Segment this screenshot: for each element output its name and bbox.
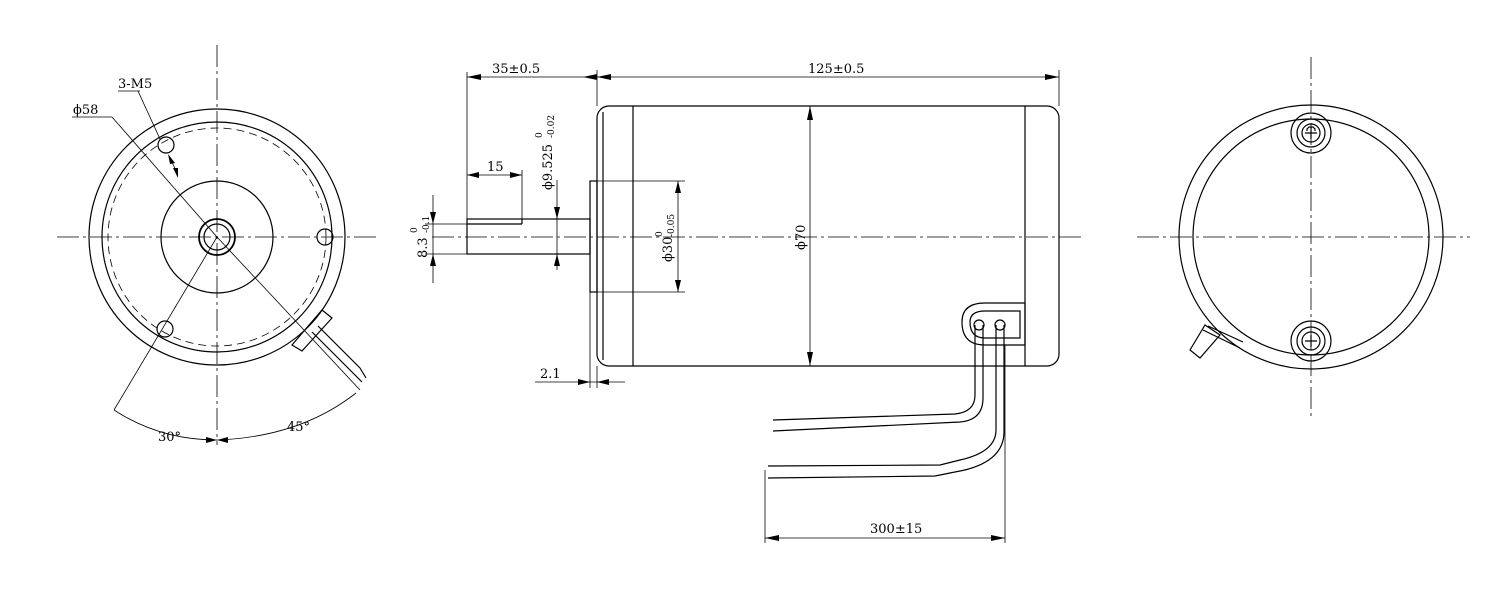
svg-text:8.3: 8.3 [416,237,431,258]
dim-lead-length-label: 300±15 [870,522,922,537]
front-bolt-circle [107,127,327,347]
side-lead-outlet [961,302,1026,346]
svg-text:ϕ30: ϕ30 [661,237,676,262]
svg-text:-0.02: -0.02 [547,115,557,138]
mount-hole-2 [316,228,334,246]
rear-outer-circle [1178,104,1444,370]
front-view: 3-M5 ϕ58 30° 45° [57,45,380,445]
pilot-boss [589,180,598,293]
front-shaft-circle [198,218,236,256]
dim-boss-dia-label: ϕ30 0 -0.05 [655,214,677,262]
svg-text:ϕ9.525: ϕ9.525 [541,144,556,190]
rear-view [1137,57,1470,420]
lead-outlet [291,309,333,352]
rear-lead-outlet [1189,324,1221,359]
svg-text:0: 0 [535,132,545,138]
dia58-leader [111,116,218,238]
shaft [466,218,591,255]
angle-30-leader [113,236,218,411]
dim-body-dia-label: ϕ70 [794,225,809,250]
angle-45-leader [216,236,361,391]
svg-text:-0.05: -0.05 [667,214,677,237]
front-boss-circle [160,180,274,294]
thread-label: 3-M5 [118,77,152,92]
screw-icon [1290,112,1332,154]
side-view: 125±0.5 35±0.5 15 ϕ9.525 0 -0.02 8.3 0 -… [410,62,1085,543]
svg-text:ϕ70: ϕ70 [794,225,809,250]
mount-hole-1 [157,136,175,154]
dim-flat-height-label: 8.3 0 -0.1 [410,216,432,258]
mount-hole-3 [156,320,174,338]
dim-flat-length-label: 15 [487,160,504,175]
thread-leader [137,90,161,140]
lead-wires [311,325,367,383]
front-shaft-inner [203,223,231,251]
angle-45-arc [216,392,357,441]
screw-icon [1290,320,1332,362]
angle-30-label: 30° [158,430,181,445]
angle-45-label: 45° [287,420,310,435]
front-inner-circle [101,121,333,353]
dim-shaft-length-label: 35±0.5 [492,62,540,77]
dim-overall-label: 125±0.5 [808,62,864,77]
svg-text:0: 0 [655,231,665,237]
svg-text:-0.1: -0.1 [422,216,432,233]
dia58-label: ϕ58 [73,103,98,118]
dim-shaft-dia-label: ϕ9.525 0 -0.02 [535,115,557,190]
dim-flange-thk-label: 2.1 [540,367,561,382]
svg-text:0: 0 [410,227,420,233]
lead-wire-2 [767,325,997,467]
front-outer-circle [88,108,346,366]
angle-30-arc [113,409,218,441]
lead-wire-1 [772,325,976,421]
